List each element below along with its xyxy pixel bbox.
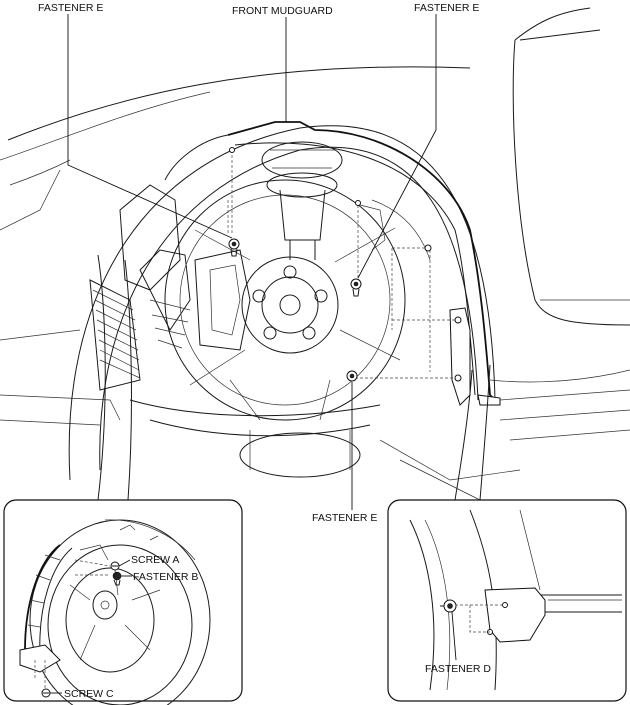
fastener-e-right — [350, 278, 362, 297]
detail-right-guides — [455, 604, 505, 633]
detail-left-guides — [34, 559, 111, 690]
detail-right-body — [409, 509, 622, 691]
leader-lines — [67, 14, 437, 510]
leader-screw-a — [118, 559, 131, 567]
front-mudguard-liner — [164, 121, 501, 406]
label-fastener-d: FASTENER D — [425, 663, 491, 675]
lower-arm — [129, 379, 381, 478]
label-front-mudguard: FRONT MUDGUARD — [232, 5, 333, 17]
detail-screw-a — [110, 561, 120, 571]
label-fastener-e-top-left: FASTENER E — [38, 2, 103, 14]
label-fastener-b: FASTENER B — [133, 571, 198, 583]
detail-view-right: FASTENER D — [387, 499, 627, 702]
label-fastener-e-bottom: FASTENER E — [312, 512, 377, 524]
callout-shapes — [97, 254, 491, 501]
mount-holes — [229, 147, 462, 382]
detail-view-left: SCREW A FASTENER B SCREW C — [3, 499, 243, 705]
label-fastener-e-top-right: FASTENER E — [414, 2, 479, 14]
leader-fastener-d — [451, 611, 457, 661]
fastener-e-lower — [346, 370, 358, 382]
detail-fastener-b — [112, 571, 122, 586]
wheel-arch — [68, 125, 496, 481]
wheel-hub — [189, 227, 401, 386]
label-screw-a: SCREW A — [131, 554, 179, 566]
brake-disc — [164, 179, 406, 421]
vehicle-body — [0, 7, 630, 501]
fastener-e-left — [228, 238, 240, 257]
detail-fastener-d — [440, 599, 457, 613]
label-screw-c: SCREW C — [64, 688, 114, 700]
detail-left-frame — [3, 499, 243, 702]
detail-left-liner — [19, 544, 109, 673]
strut-assembly — [261, 141, 343, 260]
main-view: FASTENER E FRONT MUDGUARD FASTENER E FAS… — [0, 2, 630, 524]
detail-left-wheel — [29, 519, 211, 705]
install-guides — [227, 150, 455, 379]
detail-screw-c — [41, 688, 51, 698]
